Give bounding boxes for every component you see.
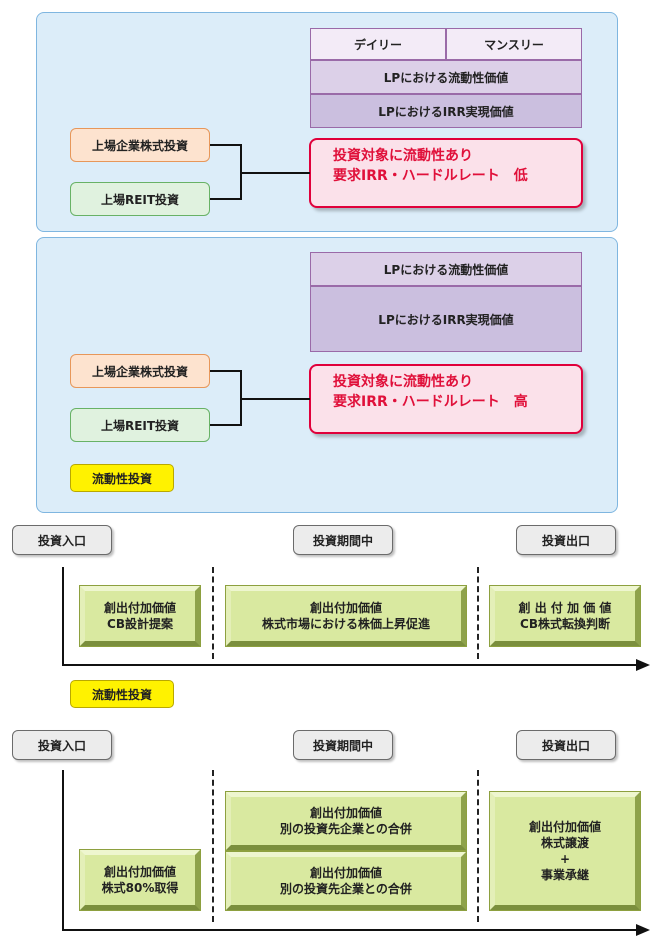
stage-exit: 投資出口: [516, 525, 616, 555]
box-line: 別の投資先企業との合併: [280, 882, 412, 896]
arrow-head-icon: [636, 924, 650, 936]
plus-sign: +: [559, 852, 571, 866]
phase-divider: [477, 770, 479, 922]
note-line-1: 投資対象に流動性あり: [333, 148, 473, 164]
monthly-header: マンスリー: [446, 28, 582, 60]
value-box-cb-proposal: 創出付加価値 CB設計提案: [80, 586, 200, 646]
timeline-axis-vertical: [62, 770, 64, 931]
box-line: 創出付加価値: [309, 866, 382, 880]
box-line: CB株式転換判断: [520, 617, 610, 631]
value-box-cb-conversion: 創 出 付 加 価 値 CB株式転換判断: [490, 586, 640, 646]
stage-midterm: 投資期間中: [293, 730, 393, 760]
lp-liquidity-value-row: LPにおける流動性価値: [310, 60, 582, 94]
box-line: 事業承継: [540, 868, 589, 882]
arrow-head-icon: [636, 659, 650, 671]
note-line-2: 要求IRR・ハードルレート 低: [333, 168, 528, 184]
listed-equity-investment: 上場企業株式投資: [70, 354, 210, 388]
lp-liquidity-value-row: LPにおける流動性価値: [310, 252, 582, 286]
liquidity-investment-tag: 流動性投資: [70, 680, 174, 708]
phase-divider: [212, 770, 214, 922]
lp-irr-value-row: LPにおけるIRR実現価値: [310, 286, 582, 352]
box-line: 創出付加価値: [309, 806, 382, 820]
bracket-connector: [210, 144, 241, 146]
timeline-axis-horizontal: [62, 929, 640, 931]
listed-reit-investment: 上場REIT投資: [70, 182, 210, 216]
bracket-connector: [240, 398, 310, 400]
phase-divider: [212, 567, 214, 659]
bracket-connector: [210, 370, 241, 372]
value-box-merger: 創出付加価値 別の投資先企業との合併: [226, 852, 466, 910]
note-line-1: 投資対象に流動性あり: [333, 374, 473, 390]
timeline-axis-horizontal: [62, 664, 640, 666]
box-line: 創出付加価値: [528, 820, 601, 834]
liquidity-note-low: 投資対象に流動性あり 要求IRR・ハードルレート 低: [309, 138, 583, 208]
box-line: 株式譲渡: [540, 836, 589, 850]
liquidity-investment-tag: 流動性投資: [70, 464, 174, 492]
listed-reit-investment: 上場REIT投資: [70, 408, 210, 442]
box-line: CB設計提案: [107, 617, 173, 631]
box-line: 株式市場における株価上昇促進: [261, 617, 430, 631]
timeline-axis-vertical: [62, 567, 64, 666]
box-line: 創出付加価値: [103, 601, 176, 615]
box-line: 株式80%取得: [101, 881, 179, 895]
box-line: 創出付加価値: [103, 865, 176, 879]
listed-equity-investment: 上場企業株式投資: [70, 128, 210, 162]
stage-entry: 投資入口: [12, 525, 112, 555]
stage-midterm: 投資期間中: [293, 525, 393, 555]
stage-exit: 投資出口: [516, 730, 616, 760]
note-line-2: 要求IRR・ハードルレート 高: [333, 394, 528, 410]
box-line: 創 出 付 加 価 値: [518, 601, 612, 615]
daily-header: デイリー: [310, 28, 446, 60]
liquidity-note-high: 投資対象に流動性あり 要求IRR・ハードルレート 高: [309, 364, 583, 434]
bracket-connector: [210, 198, 241, 200]
value-box-merger: 創出付加価値 別の投資先企業との合併: [226, 792, 466, 850]
box-line: 別の投資先企業との合併: [280, 822, 412, 836]
bracket-connector: [240, 172, 310, 174]
bracket-connector: [210, 424, 241, 426]
value-box-stake-acquisition: 創出付加価値 株式80%取得: [80, 850, 200, 910]
lp-irr-value-row: LPにおけるIRR実現価値: [310, 94, 582, 128]
phase-divider: [477, 567, 479, 659]
stage-entry: 投資入口: [12, 730, 112, 760]
value-box-transfer-succession: 創出付加価値 株式譲渡 + 事業承継: [490, 792, 640, 910]
box-line: 創出付加価値: [309, 601, 382, 615]
value-box-stock-price: 創出付加価値 株式市場における株価上昇促進: [226, 586, 466, 646]
